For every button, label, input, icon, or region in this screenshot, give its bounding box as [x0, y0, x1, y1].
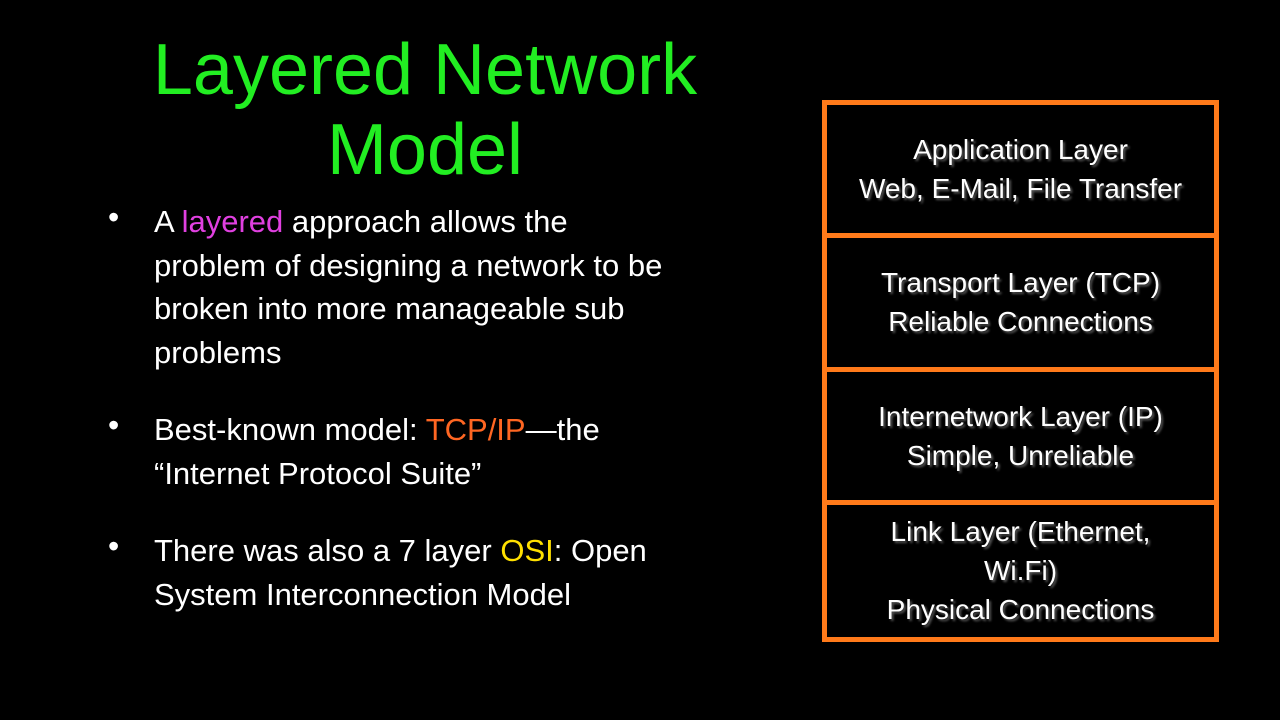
bullet-text-pre: Best-known model:	[154, 412, 426, 447]
layer-link-desc: Physical Connections	[886, 594, 1155, 626]
layer-transport: Transport Layer (TCP) Reliable Connectio…	[827, 238, 1214, 372]
layer-internetwork-name: Internetwork Layer (IP)	[878, 400, 1163, 432]
bullet-text-post: —the “Internet Protocol Suite”	[154, 412, 600, 491]
slide-title: Layered Network Model	[120, 30, 730, 190]
protocol-layer-stack: Application Layer Web, E-Mail, File Tran…	[822, 100, 1219, 642]
bullet-text-post: approach allows the problem of designing…	[154, 204, 663, 370]
bullet-highlight-layered: layered	[181, 204, 284, 239]
bullet-highlight-osi: OSI	[500, 533, 554, 568]
layer-link-name: Link Layer (Ethernet,	[890, 516, 1151, 548]
bullet-text-pre: A	[154, 204, 182, 239]
layer-internetwork-desc: Simple, Unreliable	[906, 439, 1135, 471]
layer-application-desc: Web, E-Mail, File Transfer	[858, 173, 1183, 205]
bullet-item-osi: • There was also a 7 layer OSI: Open Sys…	[108, 528, 674, 616]
bullet-dot-icon: •	[108, 528, 120, 564]
bullet-dot-icon: •	[108, 407, 120, 443]
bullet-list: • A layered approach allows the problem …	[108, 199, 728, 650]
layer-link: Link Layer (Ethernet, Wi.Fi) Physical Co…	[827, 505, 1214, 637]
bullet-highlight-tcpip: TCP/IP	[425, 412, 526, 447]
bullet-item-layered-approach: • A layered approach allows the problem …	[108, 199, 674, 374]
layer-application-name: Application Layer	[913, 134, 1128, 166]
layer-application: Application Layer Web, E-Mail, File Tran…	[827, 105, 1214, 239]
layer-transport-desc: Reliable Connections	[888, 306, 1153, 338]
slide-title-line2: Model	[326, 110, 524, 190]
bullet-text-post: : Open System Interconnection Model	[154, 533, 647, 612]
bullet-item-tcpip: • Best-known model: TCP/IP—the “Internet…	[108, 407, 714, 495]
layer-link-name-cont: Wi.Fi)	[983, 555, 1058, 587]
layer-transport-name: Transport Layer (TCP)	[880, 267, 1161, 299]
bullet-dot-icon: •	[108, 199, 120, 235]
slide-title-line1: Layered Network	[152, 30, 698, 110]
layer-internetwork: Internetwork Layer (IP) Simple, Unreliab…	[827, 372, 1214, 505]
bullet-text-pre: There was also a 7 layer	[154, 533, 501, 568]
